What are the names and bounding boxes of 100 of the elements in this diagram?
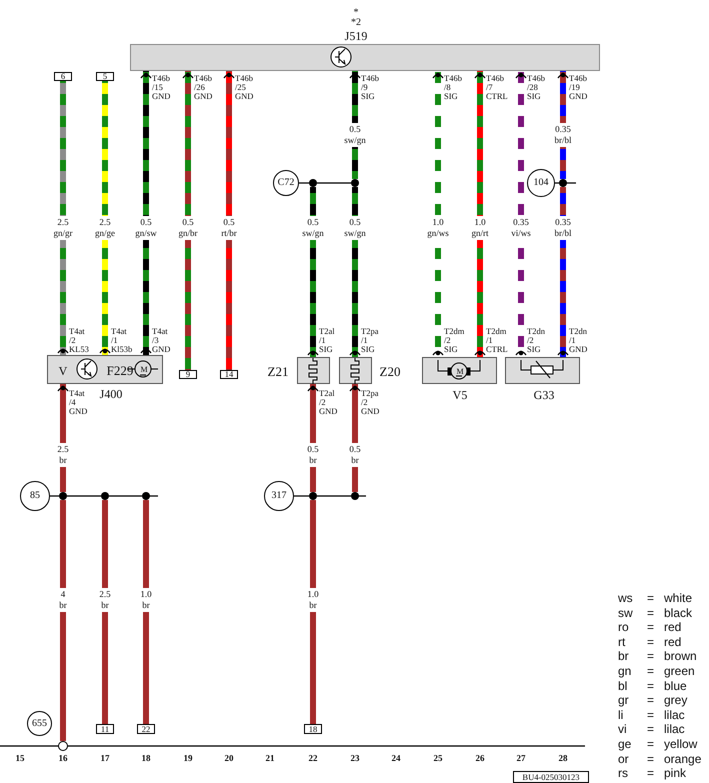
equals-sign: = bbox=[647, 738, 654, 750]
pin-label: T2dn /2 SIG bbox=[527, 327, 545, 354]
terminal-box bbox=[96, 72, 114, 81]
column-number: 23 bbox=[350, 754, 360, 763]
column-number: 22 bbox=[308, 754, 318, 763]
connection-line bbox=[317, 182, 351, 184]
terminal-box bbox=[220, 370, 238, 379]
junction-dot bbox=[351, 179, 359, 187]
color-name: red bbox=[664, 636, 682, 648]
equals-sign: = bbox=[647, 592, 654, 604]
wire bbox=[560, 187, 566, 357]
junction-dot bbox=[559, 179, 567, 187]
component-label: V5 bbox=[452, 389, 468, 401]
pin-label: T4at /3 GND bbox=[152, 327, 170, 354]
wire bbox=[310, 500, 316, 724]
column-number: 19 bbox=[184, 754, 192, 763]
column-number: 16 bbox=[58, 754, 68, 763]
terminal-box bbox=[137, 724, 155, 734]
column-number: 25 bbox=[434, 754, 442, 763]
wire bbox=[352, 187, 358, 357]
junction-dot bbox=[309, 179, 317, 187]
wire-label: 1.0 br bbox=[140, 588, 152, 612]
color-code: ge bbox=[618, 738, 632, 750]
wire-label: 0.5 sw/gn bbox=[344, 123, 366, 147]
terminal-number: 14 bbox=[224, 370, 234, 379]
pin-label: T46b /8 SIG bbox=[444, 74, 462, 101]
pin-label: T4at /4 GND bbox=[69, 389, 88, 416]
pin-label: T4at /2 KL53 bbox=[69, 327, 89, 354]
pin-label: T46b /28 SIG bbox=[527, 74, 545, 101]
junction-dot bbox=[142, 492, 150, 500]
pin-label: T46b /26 GND bbox=[194, 74, 212, 101]
ground-point bbox=[58, 741, 68, 751]
wire-label: 1.0 gn/ws bbox=[427, 216, 449, 240]
wire bbox=[310, 187, 316, 357]
junction-dot bbox=[351, 492, 359, 500]
column-number: 26 bbox=[476, 754, 484, 763]
component-label: F229 bbox=[106, 364, 134, 377]
terminal-box bbox=[513, 771, 589, 783]
color-code: bl bbox=[618, 680, 628, 692]
motor-label: M bbox=[140, 366, 148, 374]
pin-label: T46b /7 CTRL bbox=[486, 74, 508, 101]
pin-label: T2pa /1 SIG bbox=[361, 327, 378, 354]
column-number: 27 bbox=[516, 754, 526, 763]
color-name: blue bbox=[664, 680, 687, 692]
wire bbox=[352, 384, 358, 492]
pin-label: T46b /15 GND bbox=[152, 74, 170, 101]
pin-label: T2al /2 GND bbox=[319, 389, 338, 416]
pin-label: T2al /1 SIG bbox=[319, 327, 335, 354]
reference-circle bbox=[27, 711, 52, 736]
wire bbox=[102, 500, 108, 724]
color-name: brown bbox=[664, 650, 697, 662]
reference-circle bbox=[264, 481, 294, 511]
pin-label: T46b /19 GND bbox=[569, 74, 588, 101]
equals-sign: = bbox=[647, 636, 654, 648]
wire-label: 2.5 br bbox=[57, 443, 69, 467]
wire bbox=[143, 500, 149, 724]
color-code: ro bbox=[618, 621, 629, 634]
wire bbox=[60, 384, 66, 492]
component-label: Z21 bbox=[268, 365, 288, 378]
connection-line bbox=[109, 495, 142, 497]
color-name: black bbox=[664, 606, 692, 619]
connection-line bbox=[317, 495, 351, 497]
terminal-number: 9 bbox=[186, 370, 190, 379]
pin-label: T2dn /1 GND bbox=[569, 327, 588, 354]
terminal-box bbox=[96, 724, 114, 734]
terminal-number: 11 bbox=[100, 724, 110, 734]
color-code: ws bbox=[618, 592, 633, 604]
column-number: 15 bbox=[16, 754, 24, 763]
equals-sign: = bbox=[647, 650, 654, 662]
footnote-mark: * bbox=[354, 8, 358, 18]
color-name: lilac bbox=[664, 708, 685, 721]
color-code: vi bbox=[618, 723, 627, 736]
pin-label: T2pa /2 GND bbox=[361, 389, 380, 416]
component-label: J519 bbox=[344, 30, 368, 42]
color-name: green bbox=[664, 665, 695, 677]
wire bbox=[60, 81, 66, 355]
column-number: 18 bbox=[142, 754, 150, 763]
wire bbox=[185, 71, 191, 370]
color-code: gn bbox=[618, 665, 632, 677]
wire-label: 4 br bbox=[59, 588, 67, 612]
color-code: sw bbox=[618, 606, 633, 619]
color-code: or bbox=[618, 752, 629, 765]
terminal-box bbox=[54, 72, 72, 81]
wire-label: 2.5 gn/gr bbox=[54, 216, 72, 240]
color-name: yellow bbox=[664, 738, 698, 750]
wire-label: 1.0 gn/rt bbox=[472, 216, 488, 240]
reference-number: 655 bbox=[32, 718, 47, 728]
reference-number: 85 bbox=[30, 491, 40, 501]
color-name: pink bbox=[664, 767, 686, 780]
wire bbox=[310, 384, 316, 492]
terminal-number: 5 bbox=[102, 72, 108, 81]
color-name: orange bbox=[664, 752, 702, 765]
motor-label: M bbox=[456, 368, 464, 376]
component-label: Z20 bbox=[380, 365, 400, 378]
wire bbox=[143, 71, 149, 355]
terminal-number: BU4-025030123 bbox=[522, 772, 580, 782]
component-label: G33 bbox=[534, 389, 554, 401]
junction-dot bbox=[101, 492, 109, 500]
color-name: lilac bbox=[664, 723, 685, 736]
wire-label: 0.35 br/bl bbox=[554, 216, 572, 240]
